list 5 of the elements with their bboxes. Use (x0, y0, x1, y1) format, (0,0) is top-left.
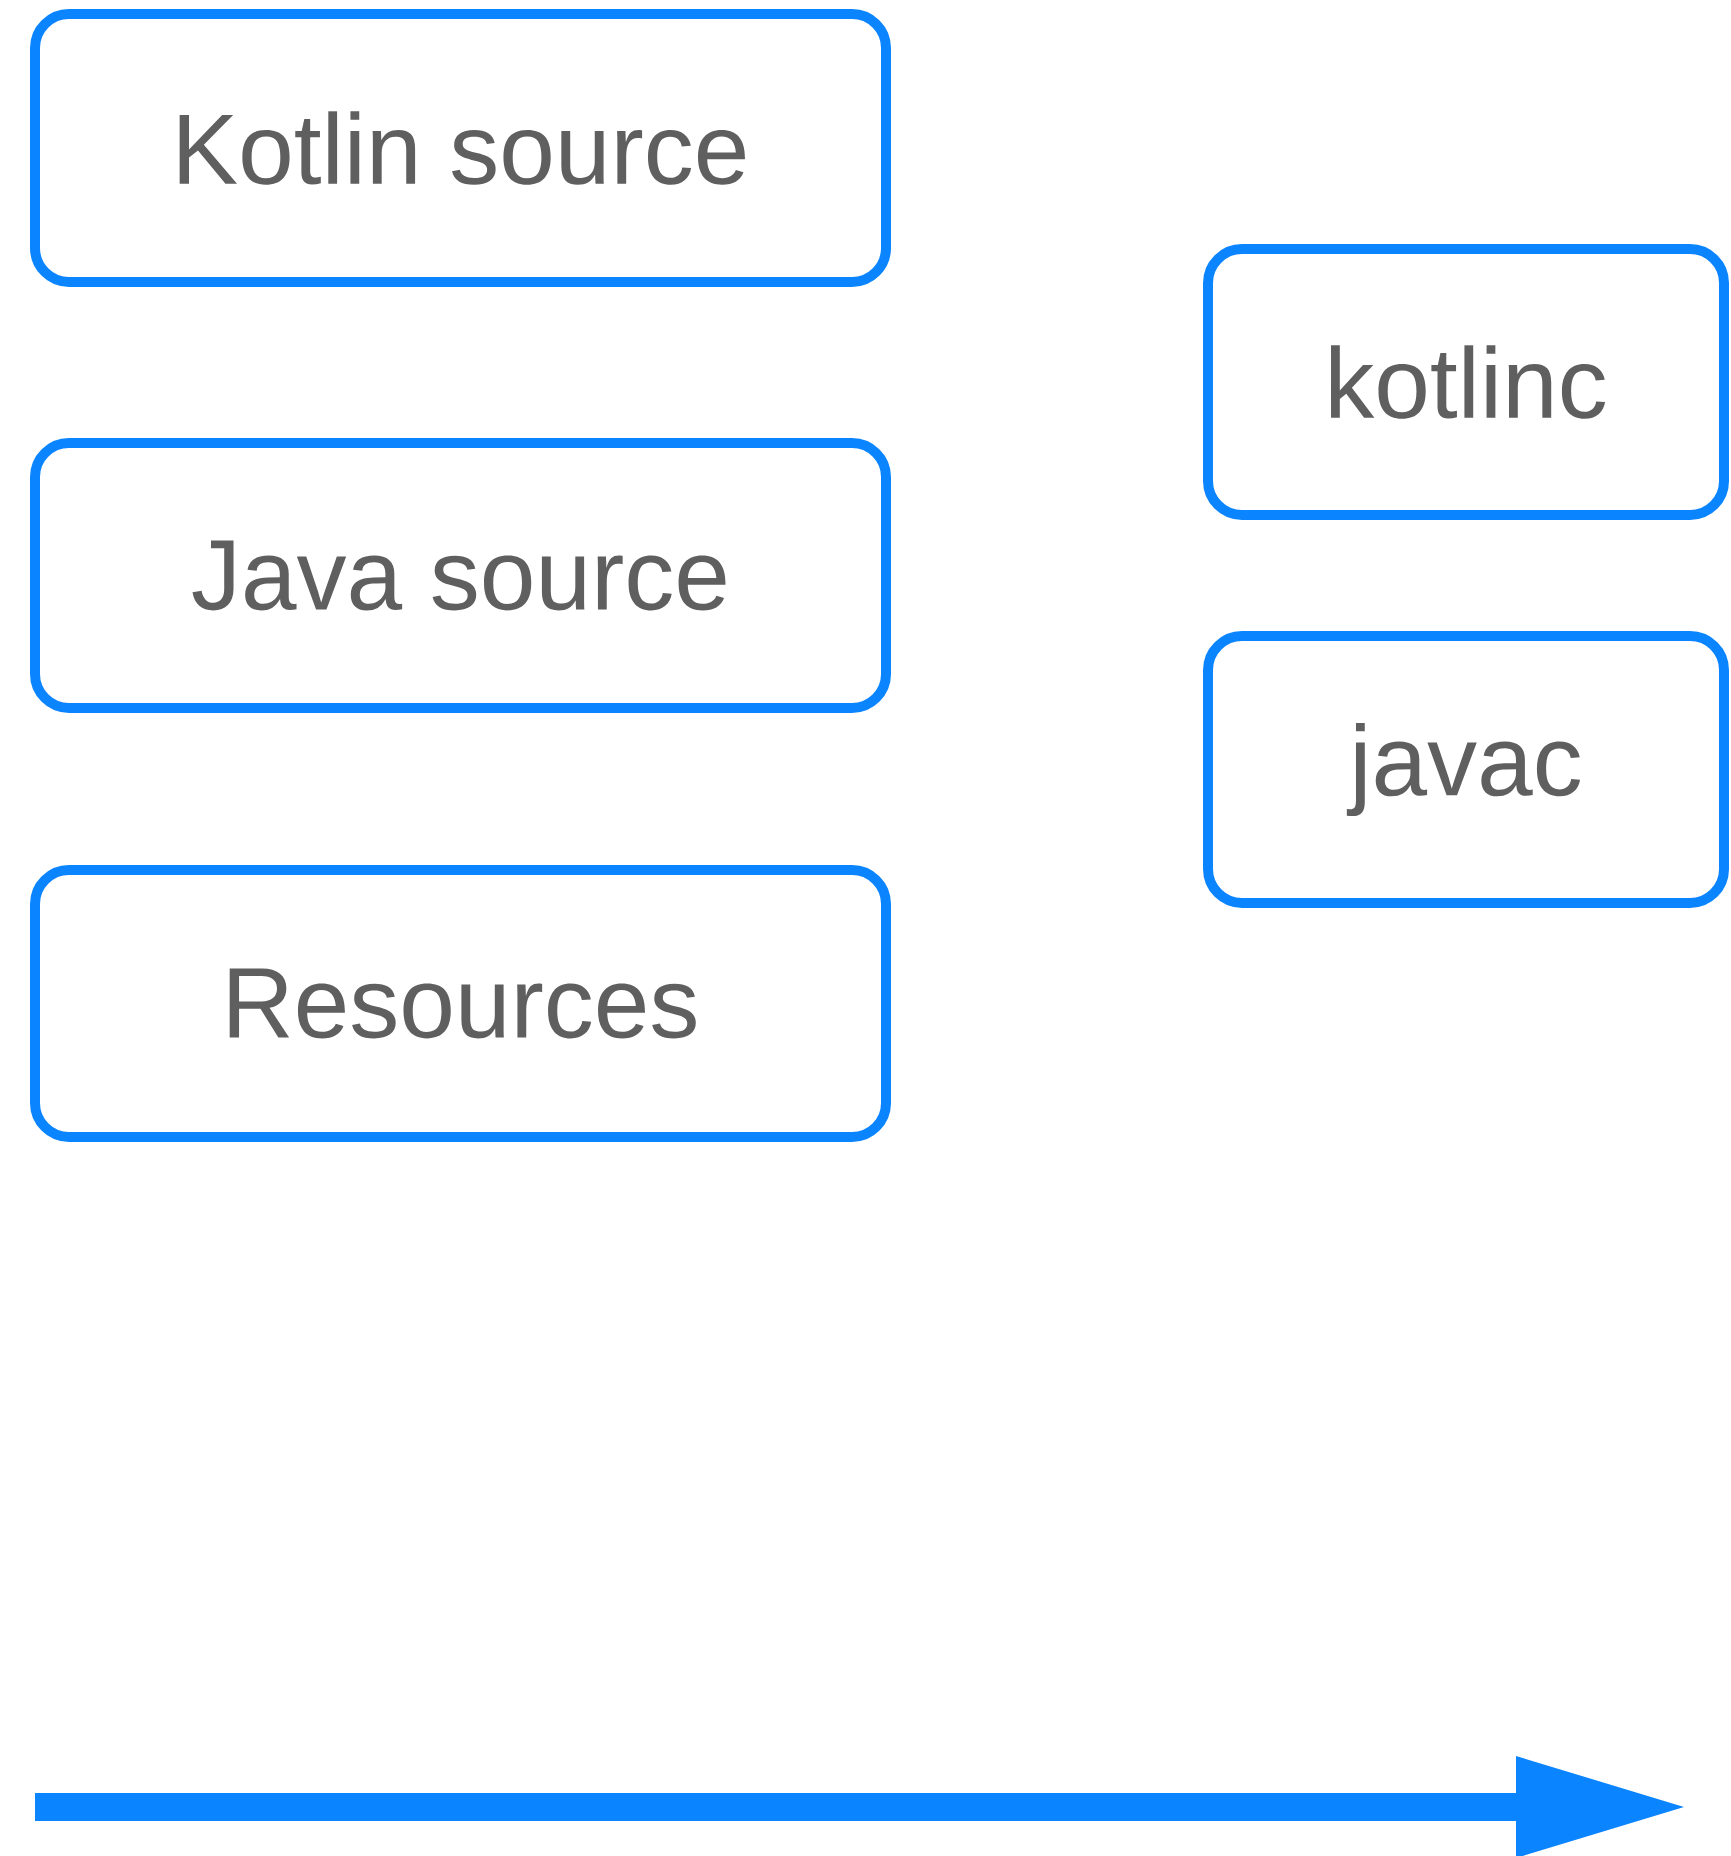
process-box: javac (1203, 631, 1729, 908)
process-box: kotlinc (1203, 244, 1729, 520)
process-box: Kotlin source (30, 9, 891, 287)
process-box: Java source (30, 438, 891, 713)
process-box: Resources (30, 865, 891, 1142)
